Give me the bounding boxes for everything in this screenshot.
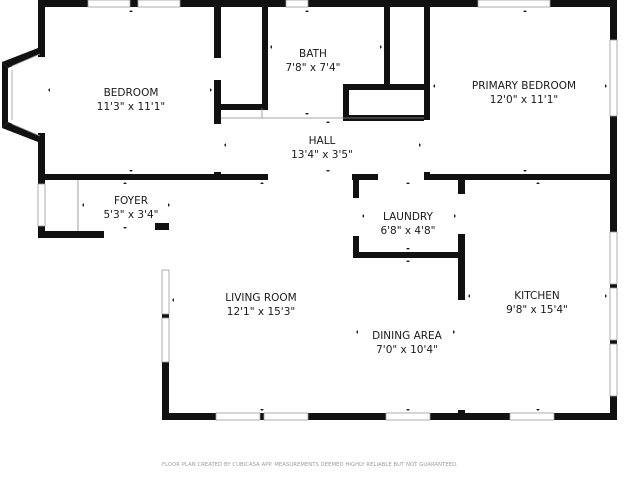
kitchen-dimensions: 9'8" x 15'4"	[506, 304, 568, 316]
foyer-dimensions: 5'3" x 3'4"	[103, 209, 158, 221]
bedroom-label: BEDROOM	[104, 87, 159, 99]
foyer-label: FOYER	[114, 195, 148, 207]
footer-disclaimer: FLOOR PLAN CREATED BY CUBICASA APP. MEAS…	[162, 462, 458, 468]
dimension-arrows	[48, 10, 607, 411]
laundry-label: LAUNDRY	[383, 211, 434, 223]
bath-label: BATH	[299, 48, 327, 60]
primary-bedroom-label: PRIMARY BEDROOM	[472, 80, 576, 92]
living-room-label: LIVING ROOM	[225, 292, 296, 304]
door-openings	[104, 58, 465, 410]
room-labels: BEDROOM 11'3" x 11'1" BATH 7'8" x 7'4" P…	[97, 48, 576, 356]
windows	[37, 0, 618, 421]
living-room-dimensions: 12'1" x 15'3"	[227, 306, 295, 318]
hall-label: HALL	[309, 135, 336, 147]
dining-area-label: DINING AREA	[372, 330, 443, 342]
bay-window	[2, 48, 45, 142]
bedroom-dimensions: 11'3" x 11'1"	[97, 101, 165, 113]
dining-area-dimensions: 7'0" x 10'4"	[376, 344, 438, 356]
hall-dimensions: 13'4" x 3'5"	[291, 149, 353, 161]
primary-bedroom-dimensions: 12'0" x 11'1"	[490, 94, 558, 106]
kitchen-label: KITCHEN	[514, 290, 560, 302]
laundry-dimensions: 6'8" x 4'8"	[380, 225, 435, 237]
bath-dimensions: 7'8" x 7'4"	[285, 62, 340, 74]
